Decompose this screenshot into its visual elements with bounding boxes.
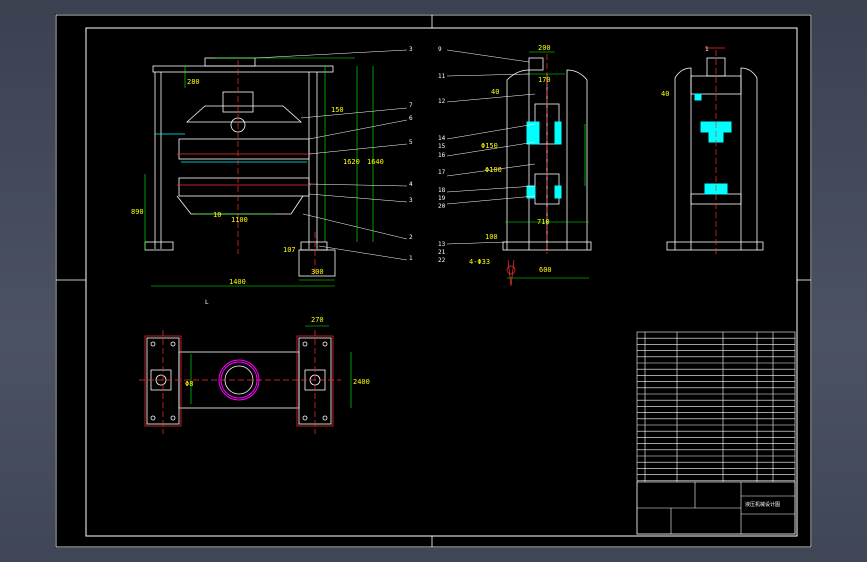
side-dim-bolts: 4-Φ33 bbox=[469, 258, 490, 266]
front-view-cyan bbox=[155, 133, 307, 163]
callout-6: 6 bbox=[409, 115, 413, 122]
front-view-leaders bbox=[254, 49, 408, 261]
top-view-dims bbox=[190, 325, 352, 408]
side-view-leaders bbox=[446, 49, 536, 245]
side-dim-200: 200 bbox=[538, 44, 551, 52]
dim-107: 107 bbox=[283, 246, 296, 254]
callout-9: 9 bbox=[438, 46, 442, 53]
callout-14: 14 bbox=[438, 135, 446, 142]
side-dim-phi150: Φ150 bbox=[481, 142, 498, 150]
callout-7: 7 bbox=[409, 102, 413, 109]
side-dim-100: 100 bbox=[485, 233, 498, 241]
section-view-red bbox=[705, 47, 725, 254]
front-view-dims bbox=[144, 57, 374, 287]
callout-16: 16 bbox=[438, 152, 446, 159]
title-block-title: 液压机械设计图 bbox=[745, 501, 780, 508]
section-view bbox=[666, 57, 764, 251]
title-block bbox=[636, 331, 796, 535]
callout-4: 4 bbox=[409, 181, 413, 188]
dim-1640: 1640 bbox=[367, 158, 384, 166]
side-dim-600: 600 bbox=[539, 266, 552, 274]
callout-13: 13 bbox=[438, 241, 446, 248]
front-view-red bbox=[177, 60, 316, 276]
callout-22: 22 bbox=[438, 257, 446, 264]
dim-1400: 1400 bbox=[229, 278, 246, 286]
top-view bbox=[146, 337, 332, 425]
side-dim-phi100: Φ100 bbox=[485, 166, 502, 174]
frame-ticks bbox=[56, 15, 811, 547]
dim-150: 150 bbox=[331, 106, 344, 114]
callout-12: 12 bbox=[438, 98, 446, 105]
side-dim-710: 710 bbox=[537, 218, 550, 226]
top-dim-phi: Φ8 bbox=[185, 380, 193, 388]
outer-frame bbox=[55, 14, 812, 548]
side-dim-40: 40 bbox=[491, 88, 499, 96]
callout-19: 19 bbox=[438, 195, 446, 202]
top-view-red bbox=[139, 330, 341, 434]
callout-17: 17 bbox=[438, 169, 446, 176]
section-view-cyan bbox=[694, 93, 732, 195]
callout-1: 1 bbox=[409, 255, 413, 262]
callout-20: 20 bbox=[438, 203, 446, 210]
dim-10: 10 bbox=[213, 211, 221, 219]
mark-l: L bbox=[205, 299, 209, 306]
callout-3: 3 bbox=[409, 197, 413, 204]
side-view-dims bbox=[505, 51, 589, 279]
dim-1620: 1620 bbox=[343, 158, 360, 166]
side-view-cyan bbox=[526, 121, 562, 199]
callout-2: 2 bbox=[409, 234, 413, 241]
mark-1: 1 bbox=[705, 46, 709, 53]
callout-15: 15 bbox=[438, 143, 446, 150]
callout-18: 18 bbox=[438, 187, 446, 194]
top-dim-270: 270 bbox=[311, 316, 324, 324]
dim-280: 280 bbox=[187, 78, 200, 86]
front-view bbox=[144, 57, 336, 277]
drawing-canvas: 280 150 1620 1640 890 1100 10 107 1400 3… bbox=[55, 14, 812, 548]
dim-1100: 1100 bbox=[231, 216, 248, 224]
top-dim-2400: 2400 bbox=[353, 378, 370, 386]
cad-drawing: 280 150 1620 1640 890 1100 10 107 1400 3… bbox=[55, 14, 812, 548]
dim-300: 300 bbox=[311, 268, 324, 276]
side-view-red bbox=[506, 54, 548, 287]
side-dim-170: 170 bbox=[538, 76, 551, 84]
inner-frame bbox=[85, 27, 798, 537]
section-dim-40: 40 bbox=[661, 90, 669, 98]
side-view-callouts: 9 11 12 14 15 16 17 18 19 20 13 21 22 bbox=[438, 46, 446, 264]
callout-11: 11 bbox=[438, 73, 446, 80]
dim-890: 890 bbox=[131, 208, 144, 216]
callout-21: 21 bbox=[438, 249, 446, 256]
callout-5: 5 bbox=[409, 139, 413, 146]
callout-3-top: 3 bbox=[409, 46, 413, 53]
